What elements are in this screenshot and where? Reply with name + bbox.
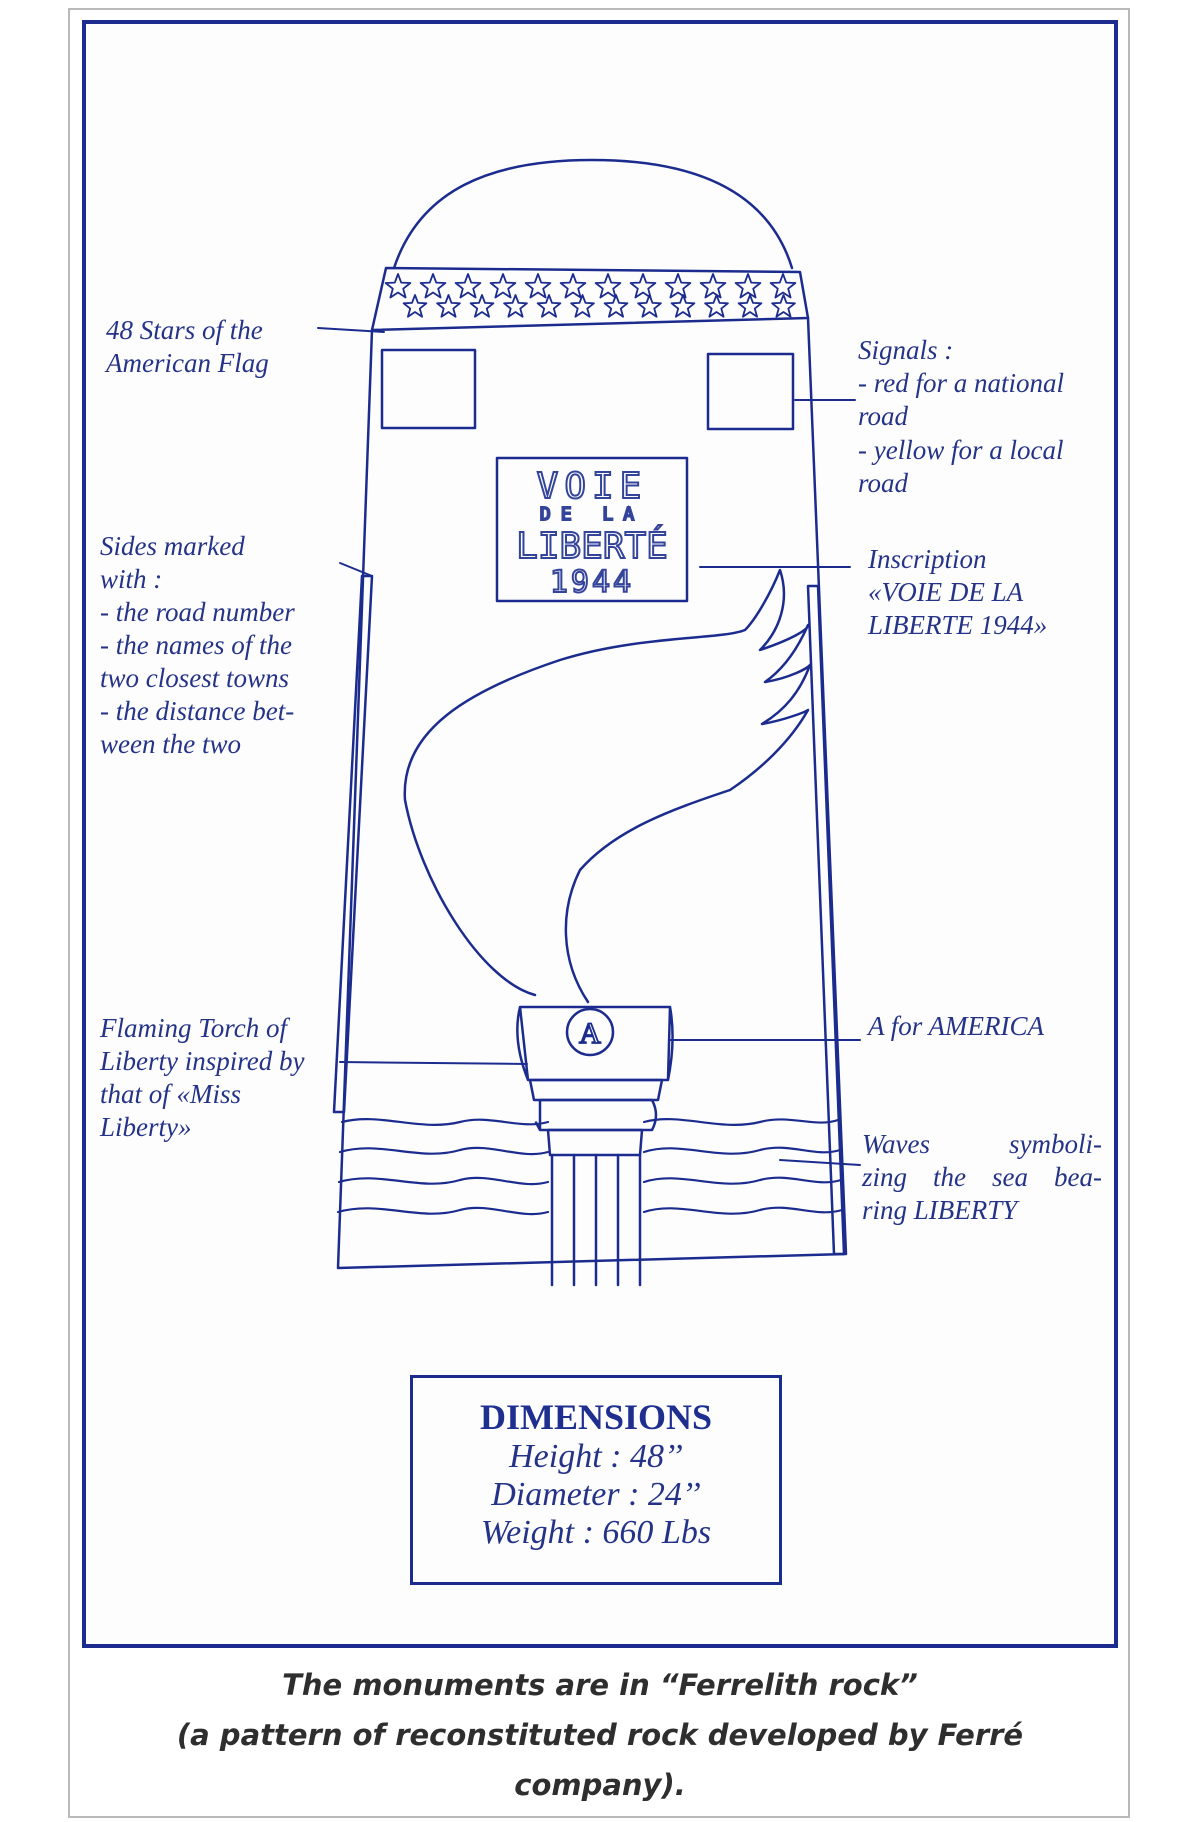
leader-lines xyxy=(317,327,861,1166)
caption: The monuments are in “Ferrelith rock” (a… xyxy=(80,1660,1120,1810)
star-icon xyxy=(769,273,797,299)
star-icon xyxy=(503,294,528,318)
star-icon xyxy=(670,294,696,318)
flame xyxy=(403,568,812,1004)
star-icon xyxy=(734,273,762,299)
star-icon xyxy=(419,273,447,299)
star-icon xyxy=(536,294,562,318)
torch-collar xyxy=(534,1098,658,1132)
label-waves-line-3: ring LIBERTY xyxy=(862,1195,1018,1225)
star-icon xyxy=(594,273,622,299)
label-signals-title: Signals : xyxy=(858,335,954,365)
star-band-outline xyxy=(370,266,810,332)
star-icon xyxy=(603,294,629,318)
star-band xyxy=(384,273,797,318)
torch-ring xyxy=(528,1078,664,1102)
dimensions-box: DIMENSIONS Height : 48’’ Diameter : 24’’… xyxy=(410,1375,782,1585)
label-stars: 48 Stars of the American Flag xyxy=(106,315,269,378)
torch-shaft xyxy=(550,1153,642,1287)
right-side-strip xyxy=(806,584,846,1256)
caption-line-1: The monuments are in “Ferrelith rock” xyxy=(282,1668,918,1702)
star-icon xyxy=(559,273,587,299)
star-icon xyxy=(402,294,428,318)
plaque-line-1: VOIE xyxy=(537,466,648,507)
plaque-line-3: LIBERTÉ xyxy=(516,525,668,567)
star-icon xyxy=(664,273,692,299)
dimension-diameter: Diameter : 24’’ xyxy=(491,1476,701,1513)
star-icon xyxy=(629,273,657,299)
label-inscription: Inscription «VOIE DE LA LIBERTE 1944» xyxy=(868,544,1048,640)
label-waves-line-2: zing the sea bea- xyxy=(862,1162,1102,1192)
star-icon xyxy=(469,294,495,318)
star-icon xyxy=(384,273,412,299)
star-icon xyxy=(524,273,552,299)
torch-neck xyxy=(546,1128,644,1157)
plaque-line-4: 1944 xyxy=(550,565,634,600)
dimensions-title: DIMENSIONS xyxy=(479,1397,713,1437)
star-icon xyxy=(704,294,729,318)
star-icon xyxy=(454,273,482,299)
dome-outline xyxy=(392,158,794,270)
star-icon xyxy=(699,273,727,299)
label-a-for-america: A for AMERICA xyxy=(868,1011,1044,1041)
right-signal-square xyxy=(706,352,795,431)
left-side-strip xyxy=(332,574,374,1114)
caption-line-2: (a pattern of reconstituted rock develop… xyxy=(176,1718,1024,1752)
label-torch: Flaming Torch of Liberty inspired by tha… xyxy=(100,1013,305,1142)
emblem-circle xyxy=(565,1007,615,1057)
caption-line-3: company). xyxy=(514,1768,686,1802)
label-signals-red: - red for a national road xyxy=(858,368,1064,431)
star-icon xyxy=(637,294,662,318)
label-waves: Waves symboli- zing the sea bea- ring LI… xyxy=(862,1128,1102,1227)
star-icon xyxy=(737,294,763,318)
label-sides: Sides marked with : - the road number - … xyxy=(100,531,295,759)
star-icon xyxy=(570,294,595,318)
waves xyxy=(336,1118,844,1216)
emblem-letter: A xyxy=(579,1017,601,1050)
plaque-line-2: DE LA xyxy=(540,504,644,525)
dimension-height: Height : 48’’ xyxy=(509,1438,683,1475)
star-icon xyxy=(771,294,796,318)
dimension-weight: Weight : 660 Lbs xyxy=(480,1514,712,1551)
label-signals-yellow: - yellow for a local road xyxy=(858,435,1064,498)
milestone-body xyxy=(336,316,848,1270)
star-icon xyxy=(436,294,461,318)
left-signal-square xyxy=(380,348,477,430)
inscription-plaque xyxy=(495,456,689,603)
torch-capital xyxy=(516,1005,674,1082)
label-waves-line-1: Waves symboli- xyxy=(862,1129,1102,1159)
star-icon xyxy=(489,273,517,299)
